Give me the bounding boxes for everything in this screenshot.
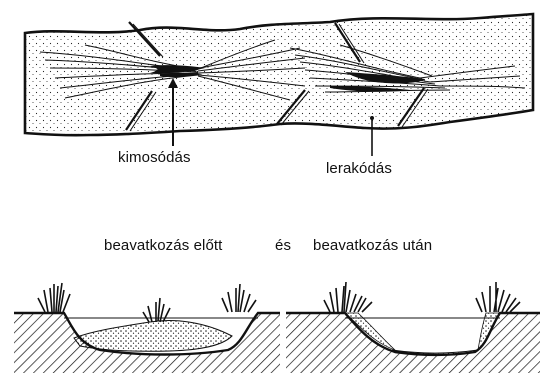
cross-section-before — [14, 283, 280, 373]
river-channel — [25, 14, 533, 135]
deposition-label: lerakódás — [326, 160, 392, 177]
before-intervention-label: beavatkozás előtt — [104, 237, 222, 254]
conjunction-label: és — [275, 237, 291, 254]
erosion-label: kimosódás — [118, 149, 191, 166]
cross-section-after — [286, 282, 540, 373]
ground-hatch-after — [286, 313, 540, 373]
river-plan-view — [25, 14, 533, 156]
deposition-marker — [370, 116, 374, 120]
after-intervention-label: beavatkozás után — [313, 237, 432, 254]
vegetation-after — [324, 282, 520, 312]
vegetation-before — [38, 283, 256, 322]
sediment-bar-before — [74, 321, 232, 352]
